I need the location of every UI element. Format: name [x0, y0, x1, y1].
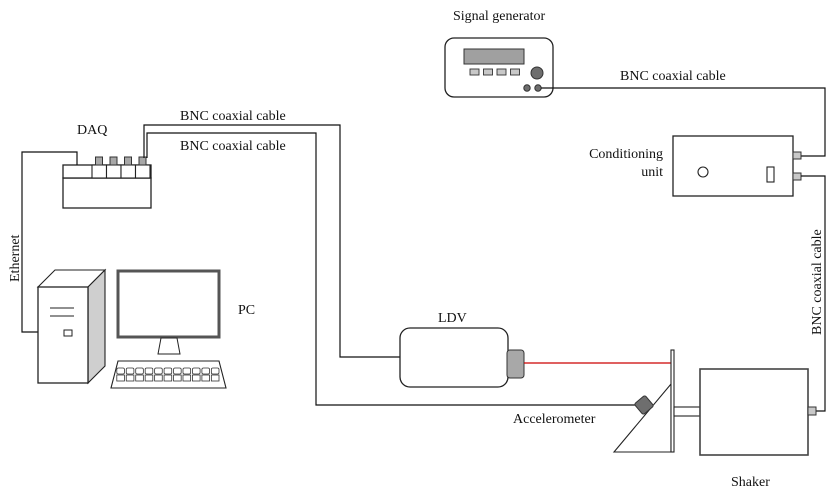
signal-generator-button: [496, 68, 507, 76]
shaker-body: [699, 368, 809, 456]
ldv: [399, 327, 525, 388]
cable-label-daq-to-accelerometer: BNC coaxial cable: [180, 139, 286, 154]
accelerometer: [634, 395, 654, 415]
keyboard-key: [173, 367, 182, 375]
cable-label-daq-to-ldv: BNC coaxial cable: [180, 109, 286, 124]
pc-label: PC: [238, 303, 255, 318]
signal-generator: [444, 37, 554, 98]
keyboard-key: [201, 367, 210, 375]
conditioning-unit: [672, 135, 802, 197]
signal-generator-buttons: [469, 68, 520, 76]
shaker-label: Shaker: [731, 475, 770, 490]
pc: [36, 268, 227, 389]
daq-channel: [105, 164, 122, 179]
keyboard-key: [135, 367, 144, 375]
daq-label: DAQ: [77, 123, 107, 138]
cable-ethernet: [21, 151, 78, 333]
keyboard-key: [182, 374, 192, 382]
conditioning-unit-body: [672, 135, 794, 197]
cable-conditioning-to-shaker: [801, 175, 826, 412]
pc-tower-side: [87, 268, 106, 385]
keyboard-key: [116, 374, 125, 382]
pc-monitor-stand: [157, 337, 181, 355]
cable-generator-to-conditioning: [541, 87, 826, 157]
signal-generator-label: Signal generator: [453, 9, 545, 24]
daq-bnc-connector: [138, 156, 147, 166]
conditioning-unit-output-connector: [792, 172, 802, 181]
pc-tower-front: [37, 286, 89, 384]
keyboard-key: [144, 367, 154, 375]
mount-wedge: [612, 382, 672, 453]
keyboard-key: [210, 367, 220, 375]
conditioning-unit-input-connector: [792, 151, 802, 160]
daq-bnc-connector: [95, 156, 103, 166]
ldv-body: [399, 327, 509, 388]
shaker-armature: [673, 406, 701, 417]
cable-daq-to-accelerometer: [146, 132, 637, 406]
signal-generator-output-2: [534, 84, 542, 92]
conditioning-unit-label-line2: unit: [641, 165, 663, 180]
cable-label-generator-to-conditioning: BNC coaxial cable: [620, 69, 726, 84]
daq: [62, 156, 152, 209]
signal-generator-button: [510, 68, 520, 76]
daq-body: [62, 177, 152, 209]
conditioning-unit-label-line1: Conditioning: [589, 147, 663, 162]
mount-plate: [670, 349, 675, 453]
accelerometer-label: Accelerometer: [513, 412, 596, 427]
daq-bnc-connector: [124, 156, 132, 166]
keyboard-key: [125, 367, 135, 375]
daq-channels: [91, 156, 151, 179]
daq-bnc-connector: [109, 156, 118, 166]
pc-power-button: [63, 329, 73, 337]
daq-channel: [134, 164, 151, 179]
pc-monitor: [116, 269, 221, 339]
daq-channel: [120, 164, 137, 179]
keyboard-key: [144, 374, 154, 382]
keyboard-key: [154, 367, 163, 375]
specimen-mount: [612, 349, 675, 453]
signal-generator-button: [469, 68, 480, 76]
keyboard-key: [192, 367, 201, 375]
keyboard-key: [201, 374, 210, 382]
keyboard-key: [116, 367, 125, 375]
keyboard-key: [154, 374, 163, 382]
conditioning-unit-switch: [766, 166, 775, 183]
signal-generator-button: [483, 68, 493, 76]
conditioning-unit-indicator: [697, 166, 709, 178]
signal-generator-display: [463, 48, 525, 65]
pc-keyboard: [110, 360, 227, 389]
ethernet-label: Ethernet: [8, 234, 23, 282]
cable-label-conditioning-to-shaker: BNC coaxial cable: [810, 229, 825, 335]
keyboard-key: [135, 374, 144, 382]
shaker: [673, 368, 817, 456]
keyboard-key: [192, 374, 201, 382]
keyboard-key: [182, 367, 192, 375]
daq-channel: [91, 164, 108, 179]
shaker-input-connector: [807, 406, 817, 416]
cable-daq-to-ldv: [143, 124, 400, 358]
keyboard-key: [173, 374, 182, 382]
ldv-label: LDV: [438, 311, 467, 326]
signal-generator-knob: [530, 66, 544, 80]
pc-keyboard-keys: [116, 367, 220, 382]
keyboard-key: [210, 374, 220, 382]
keyboard-key: [125, 374, 135, 382]
keyboard-key: [163, 374, 173, 382]
keyboard-key: [163, 367, 173, 375]
signal-generator-output-1: [523, 84, 531, 92]
ldv-lens: [506, 349, 525, 379]
